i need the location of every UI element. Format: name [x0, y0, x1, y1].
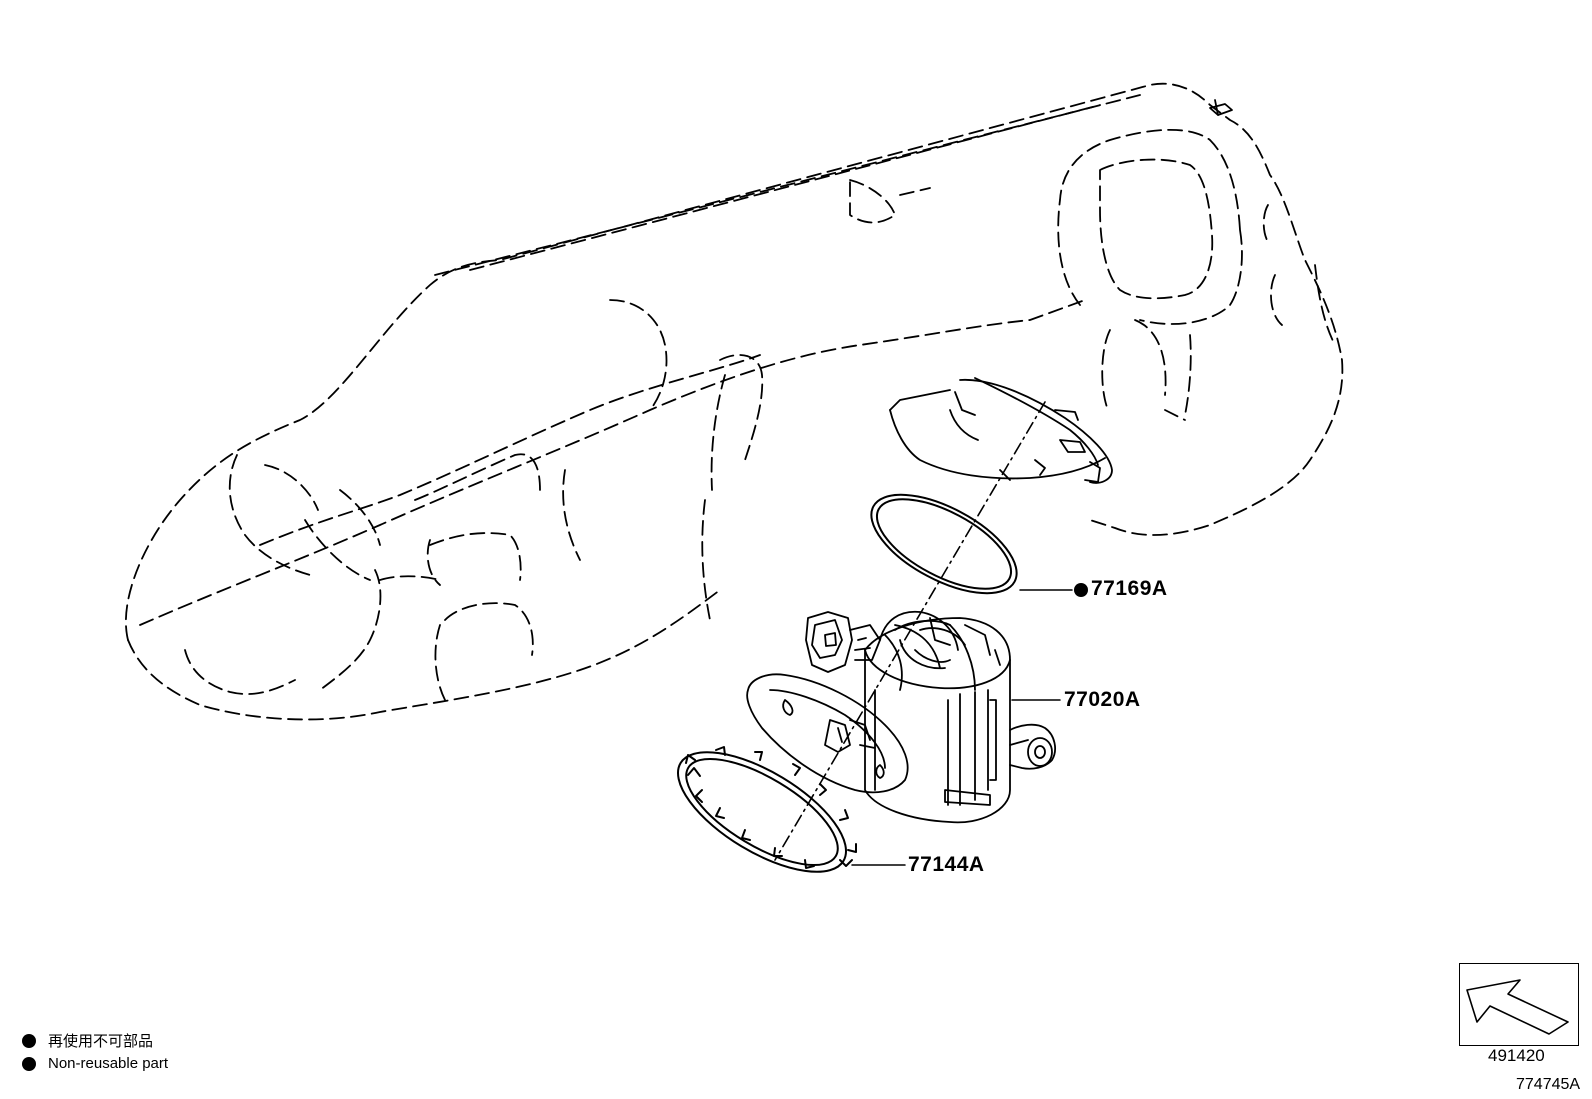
figure-id: 774745A — [1516, 1076, 1581, 1093]
legend-row-en: Non-reusable part — [22, 1055, 168, 1072]
retainer-ring — [677, 746, 857, 873]
fuel-tank-outline — [125, 82, 1344, 721]
callout-77169a: 77169A — [1091, 577, 1168, 600]
bullet-icon — [22, 1033, 36, 1048]
filler-neck — [1209, 99, 1233, 116]
legend-jp: 再使用不可部品 — [48, 1033, 154, 1050]
fuel-pump-assembly — [746, 610, 1056, 824]
callout-77020a: 77020A — [1064, 688, 1141, 711]
gasket-ring — [870, 493, 1018, 595]
callout-77144a: 77144A — [908, 853, 985, 876]
bullet-icon — [22, 1056, 36, 1071]
tank-pump-opening — [889, 377, 1113, 484]
legend-row-jp: 再使用不可部品 — [22, 1030, 153, 1051]
view-reference-box — [1459, 963, 1579, 1046]
leader-lines — [851, 589, 1073, 866]
nonreusable-dot — [1074, 583, 1088, 597]
view-direction-arrow-icon — [1466, 979, 1569, 1035]
legend-en: Non-reusable part — [48, 1055, 169, 1072]
assembly-axis-line — [774, 401, 1046, 861]
view-reference-code: 491420 — [1488, 1046, 1545, 1065]
